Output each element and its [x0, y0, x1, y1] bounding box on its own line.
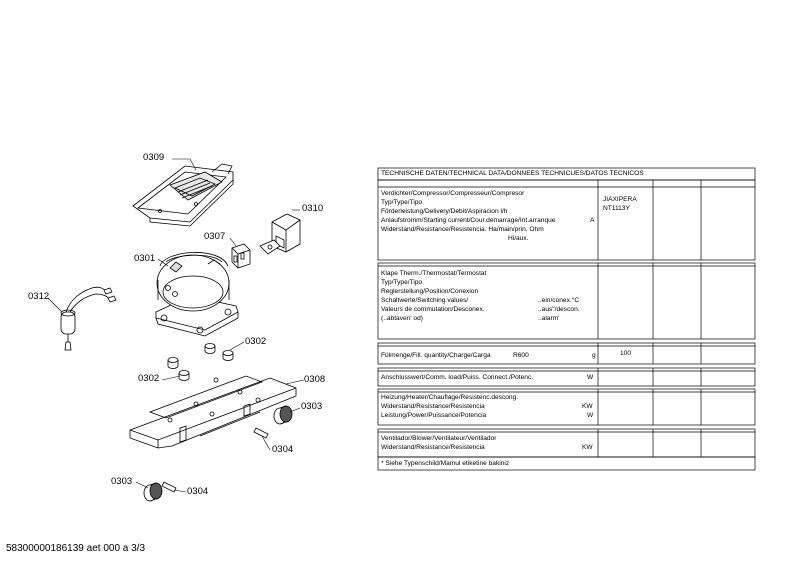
- part-label-0312: 0312: [28, 291, 50, 302]
- part-label-0303: 0303: [301, 401, 323, 412]
- thermostat-row-4: Schaltwerte/Switching values/: [381, 297, 469, 304]
- part-0303-nut-upper: [273, 405, 293, 425]
- part-label-0302: 0302: [138, 373, 160, 384]
- thermostat-row-4-value: ..ein/conex.°C: [538, 297, 580, 304]
- part-0310-relay: [259, 213, 301, 255]
- part-label-0308: 0308: [304, 374, 326, 385]
- table-title: TECHNISCHE DATEN/TECHNICAL DATA/DONNEES …: [381, 170, 644, 177]
- fill-quantity-unit: g: [592, 352, 596, 359]
- part-0303-nut-lower: [143, 482, 163, 502]
- connection-load-unit: W: [587, 374, 594, 381]
- thermostat-row-5-value: ..aus"/descon.: [538, 306, 580, 313]
- fan-row-2-unit: KW: [582, 444, 593, 451]
- part-0312-capacitor: [60, 286, 117, 351]
- compressor-row-3: Förderleistung/Delivery/Debit/Aspiracion…: [381, 208, 508, 215]
- connection-load-label: Anschlusswert/Comm. load/Puiss. Connect.…: [381, 374, 534, 381]
- fan-row-2: Widerstand/Resistance/Resistencia: [381, 444, 485, 451]
- thermostat-row-5: Valeurs de commutation/Desconex.: [381, 306, 485, 313]
- compressor-row-5: Widerstand/Resistance/Resistencia. Ha/ma…: [381, 226, 544, 233]
- part-0307-starter: [231, 243, 251, 269]
- fill-quantity-value: 100: [620, 350, 632, 357]
- part-0309-cover: [132, 163, 234, 227]
- part-0302-grommets: [167, 343, 234, 381]
- heater-row-2: Widerstand/Resistance/Resistencia: [381, 403, 485, 410]
- compressor-row-1: Verdichter/Compressor/Compresseur/Compre…: [381, 190, 525, 197]
- compressor-type-value: NT1113Y: [603, 205, 630, 212]
- part-label-0304: 0304: [187, 486, 209, 497]
- heater-row-3-unit: W: [587, 412, 594, 419]
- compressor-row-4-unit: A: [590, 217, 595, 224]
- compressor-row-6: Hi/aux.: [508, 235, 529, 242]
- part-label-0301: 0301: [134, 253, 156, 264]
- heater-row-1: Heizung/Heater/Chauflage/Resistenc.desco…: [381, 394, 519, 401]
- heater-row-3: Leistung/Power/Puissance/Potencia: [381, 412, 487, 419]
- compressor-row-2: Typ/Type/Tipo: [381, 199, 423, 206]
- part-0301-compressor: [155, 252, 239, 337]
- thermostat-row-3: Reglerstellung/Position/Conexion: [381, 288, 479, 295]
- table-column-lines: [597, 180, 702, 457]
- part-label-0304: 0304: [272, 444, 294, 455]
- compressor-brand-value: JIAXIPERA: [603, 196, 637, 203]
- part-label-0303: 0303: [111, 476, 133, 487]
- thermostat-row-2: Typ/Type/Tipo: [381, 279, 423, 286]
- compressor-row-4: Anlaufstromm/Starting current/Cour.demar…: [381, 217, 556, 224]
- part-0308-base-plate: [129, 375, 297, 449]
- part-label-0307: 0307: [204, 231, 226, 242]
- fill-quantity-label: Fülmenge/Fill. quantity/Charge/Carga: [381, 352, 491, 359]
- document-footer-id: 58300000186139 aet 000 a 3/3: [6, 543, 146, 554]
- part-0304-pin-lower: [161, 481, 177, 493]
- table-footnote: * Siehe Typenschild/Mamul etiketine baki…: [381, 460, 510, 467]
- fill-quantity-gas: R600: [513, 352, 529, 359]
- part-label-0309: 0309: [143, 152, 165, 163]
- part-label-0310: 0310: [302, 203, 324, 214]
- heater-row-2-unit: KW: [582, 403, 593, 410]
- fan-row-1: Ventilador/Blower/Ventilateur/Ventilador: [381, 435, 497, 442]
- part-0304-pin-upper: [253, 427, 269, 439]
- thermostat-row-1: Klape Therm./Thermostat/Termostat: [381, 270, 487, 277]
- part-label-0302: 0302: [245, 336, 267, 347]
- leader-lines: [47, 158, 305, 493]
- thermostat-row-6-value: ..alarm': [538, 315, 560, 322]
- thermostat-row-6: (..abtaven' od): [381, 315, 423, 322]
